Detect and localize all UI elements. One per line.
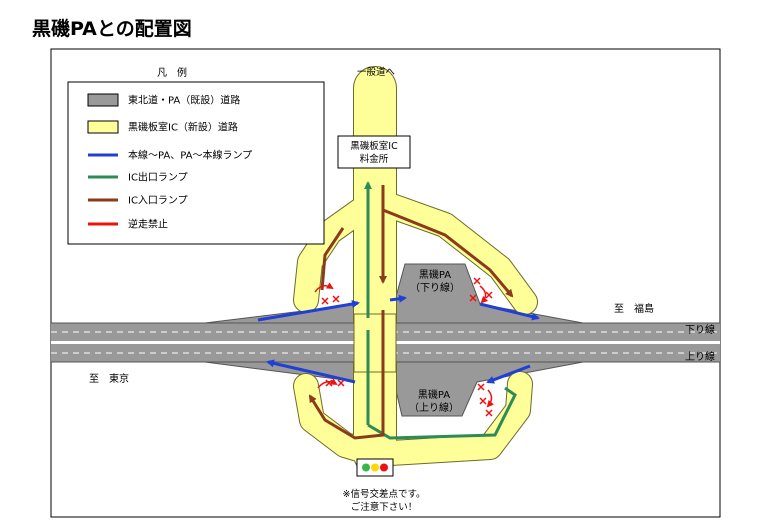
to-fukushima-label: 至 福島 (614, 302, 654, 315)
down-line-label: 下り線 (685, 323, 715, 336)
no-wrong-way-marks (314, 277, 494, 417)
legend-label-1: 黒磯板室IC（新設）道路 (128, 121, 238, 134)
legend-mark-1 (87, 120, 119, 134)
mainline-ramps (257, 294, 540, 384)
signal-note-1: ※信号交差点です。 (342, 488, 425, 500)
legend-label-2: 本線～PA、PA～本線ランプ (128, 149, 252, 162)
legend-label-5: 逆走禁止 (128, 218, 168, 231)
pa-up-label-2: （上り線） (409, 401, 459, 414)
toll-booth-label-2: 料金所 (360, 153, 389, 165)
legend-heading: 凡 例 (157, 66, 187, 79)
toll-booth-label-1: 黒磯板室IC (350, 140, 398, 152)
toll-booth-box (337, 135, 411, 169)
overpass (353, 313, 397, 373)
ic-entrance-ramp (308, 185, 514, 440)
page-title: 黒磯PAとの配置図 (32, 18, 192, 40)
legend-box (67, 81, 325, 245)
traffic-signal-icon (356, 458, 394, 477)
legend-mark-0 (87, 93, 119, 107)
legend-label-4: IC入口ランプ (128, 195, 188, 207)
to-general-road-label: 一般道へ (357, 66, 396, 78)
legend-label-0: 東北道・PA（既設）道路 (128, 94, 240, 107)
pa-down-label-2: （下り線） (410, 281, 460, 294)
to-tokyo-label: 至 東京 (89, 372, 129, 385)
signal-note-2: ご注意下さい！ (351, 501, 418, 513)
legend-label-3: IC出口ランプ (128, 171, 188, 184)
pa-down-label-1: 黒磯PA (419, 268, 451, 281)
up-line-label: 上り線 (685, 350, 715, 363)
pa-up-label-1: 黒磯PA (418, 388, 450, 401)
